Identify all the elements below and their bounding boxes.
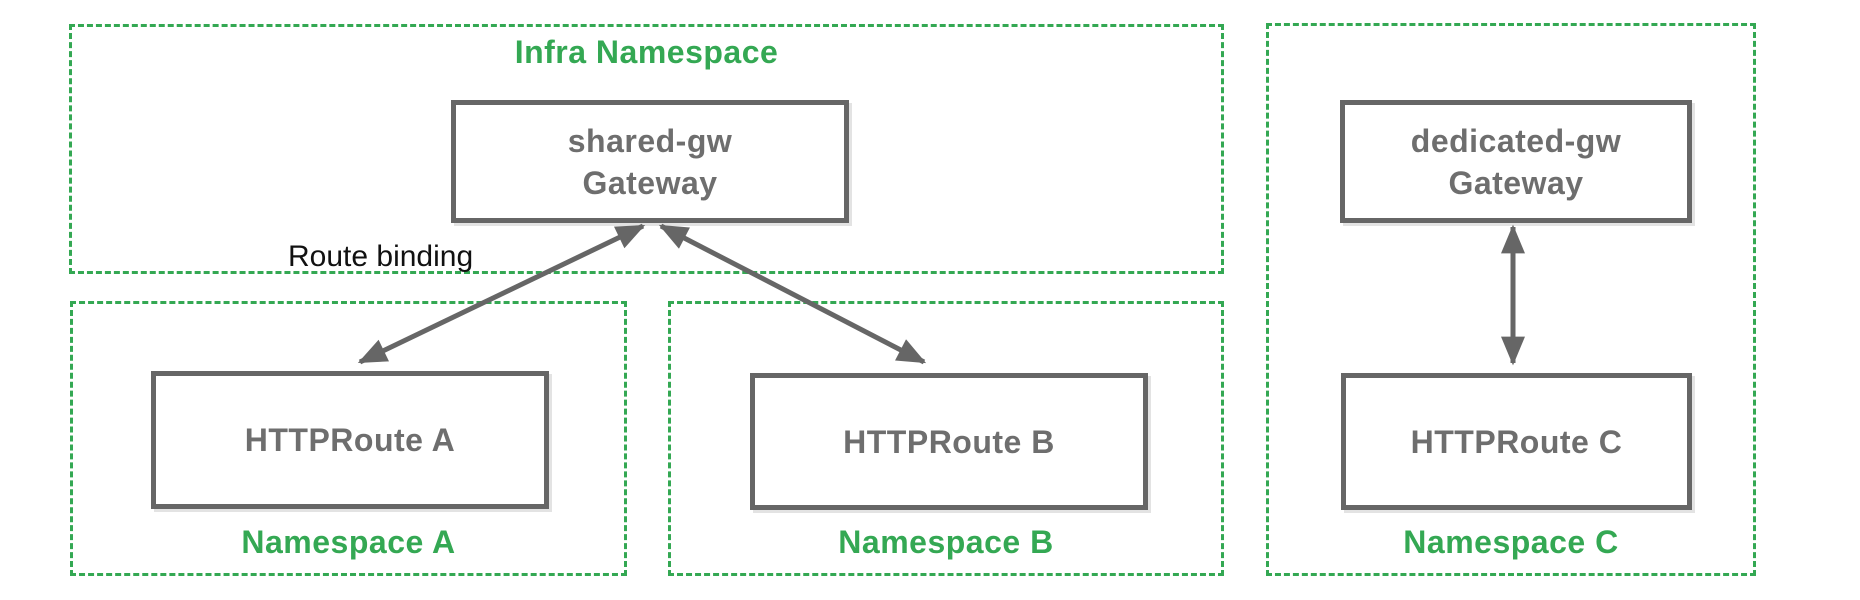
shared-gw-kind: Gateway: [582, 164, 718, 201]
httproute-c-node: HTTPRoute C: [1341, 373, 1692, 510]
namespace-a-label: Namespace A: [241, 523, 456, 560]
httproute-b-node: HTTPRoute B: [750, 373, 1148, 510]
dedicated-gw-gateway-node: dedicated-gw Gateway: [1340, 100, 1692, 223]
namespace-a-box: HTTPRoute A Namespace A: [70, 301, 627, 576]
namespace-b-box: HTTPRoute B Namespace B: [668, 301, 1224, 576]
namespace-c-box: dedicated-gw Gateway HTTPRoute C Namespa…: [1266, 23, 1756, 576]
shared-gw-name: shared-gw: [567, 122, 733, 159]
infra-namespace-box: Infra Namespace shared-gw Gateway: [69, 24, 1224, 274]
namespace-b-label: Namespace B: [838, 523, 1054, 560]
dedicated-gw-kind: Gateway: [1448, 164, 1584, 201]
dedicated-gw-name: dedicated-gw: [1410, 122, 1622, 159]
httproute-a-node: HTTPRoute A: [151, 371, 549, 509]
namespace-c-label: Namespace C: [1403, 523, 1619, 560]
httproute-a-label: HTTPRoute A: [244, 422, 456, 458]
httproute-b-label: HTTPRoute B: [843, 423, 1055, 460]
route-binding-label: Route binding: [288, 240, 474, 273]
httproute-c-label: HTTPRoute C: [1410, 423, 1623, 460]
infra-namespace-label: Infra Namespace: [514, 34, 779, 70]
shared-gw-gateway-node: shared-gw Gateway: [451, 100, 849, 223]
